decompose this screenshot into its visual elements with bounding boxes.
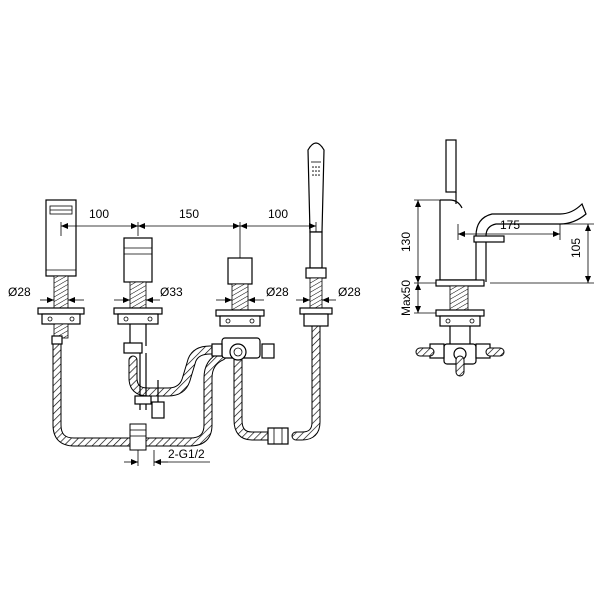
dim-dia-shower: Ø28 bbox=[338, 285, 361, 299]
dim-reach: 175 bbox=[500, 218, 520, 232]
dim-dia-mixer: Ø33 bbox=[160, 285, 183, 299]
braided-hoses bbox=[52, 321, 321, 447]
dim-dia-spout: Ø28 bbox=[8, 285, 31, 299]
dim-spout-height: 105 bbox=[569, 238, 583, 258]
dim-spacing-right: 100 bbox=[268, 207, 288, 221]
front-dimensions: 100 150 100 Ø28 Ø33 Ø28 Ø28 2-G1/2 bbox=[8, 207, 361, 466]
mixer-body bbox=[113, 237, 165, 451]
diverter-body bbox=[211, 257, 289, 445]
side-view: 130 Max50 175 105 bbox=[399, 139, 594, 377]
dim-spacing-middle: 150 bbox=[179, 207, 199, 221]
dim-max-deck: Max50 bbox=[399, 280, 413, 316]
spout-body bbox=[37, 199, 85, 345]
dim-dia-diverter: Ø28 bbox=[266, 285, 289, 299]
dim-connection: 2-G1/2 bbox=[168, 447, 205, 461]
dim-spacing-left: 100 bbox=[89, 207, 109, 221]
hand-shower bbox=[299, 142, 333, 327]
dim-height: 130 bbox=[399, 232, 413, 252]
